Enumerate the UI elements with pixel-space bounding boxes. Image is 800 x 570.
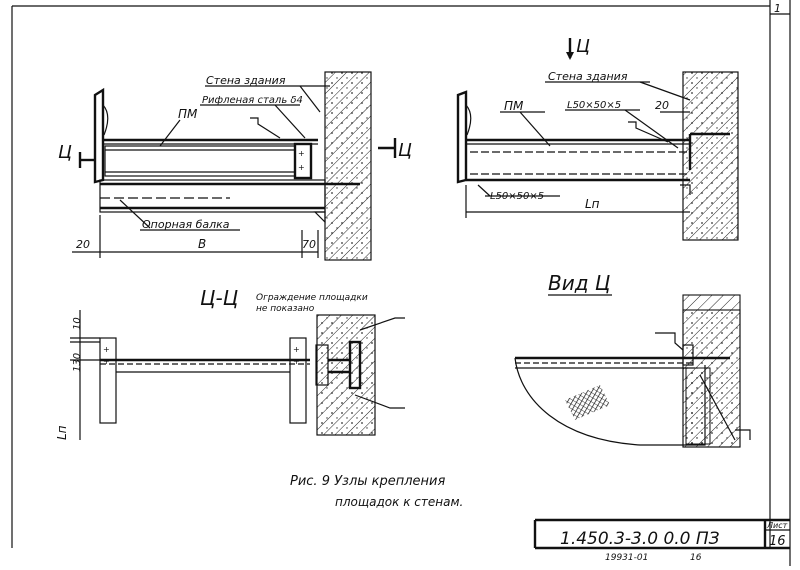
dim-130: 130 (72, 353, 83, 372)
caption-line-1: Рис. 9 Узлы крепления (290, 474, 446, 489)
dim-b: В (198, 237, 206, 251)
angle-label-bottom: L50×50×5 (490, 191, 544, 202)
dim-70: 70 (302, 238, 316, 251)
top-right-node: Ц Стена здания ПМ L50×50×5 20 L50×50×5 L… (456, 36, 739, 241)
angle-label-top: L50×50×5 (567, 100, 621, 111)
svg-text:+: + (103, 345, 110, 354)
svg-text:+: + (293, 345, 300, 354)
svg-text:+: + (298, 149, 305, 158)
end-plate (293, 142, 313, 180)
railing-post (93, 87, 105, 184)
pm-label-left: ПМ (178, 107, 198, 121)
view-c: Вид Ц (514, 271, 751, 448)
archive-number: 19931-01 (605, 553, 648, 563)
title-block: 1.450.3-3.0 0.0 ПЗ Лист 16 19931-01 16 (533, 518, 790, 563)
section-mark-top: Ц (566, 36, 590, 60)
svg-text:Ц: Ц (58, 142, 72, 163)
dim-ln-right: Lп (585, 197, 600, 211)
top-left-node: + + Стена здания Рифленая сталь δ4 ПМ Оп… (58, 71, 412, 261)
wall-label: Стена здания (206, 74, 286, 87)
dim-ln-section: Lп (55, 425, 69, 440)
support-beam (99, 179, 326, 213)
sheet-frame: 1 (11, 0, 791, 566)
section-note-2: не показано (256, 304, 315, 314)
wall-label-right: Стена здания (548, 70, 628, 83)
section-cc: Ц-Ц Ограждение площадки не показано + + +… (55, 286, 405, 440)
pm-label-right: ПМ (504, 99, 524, 113)
svg-text:+: + (298, 163, 305, 172)
floor-plate (514, 357, 706, 446)
figure-caption: Рис. 9 Узлы крепления площадок к стенам. (290, 474, 463, 509)
mesh-patch (565, 385, 610, 420)
sheet-number: 16 (769, 534, 786, 549)
dim-20-right: 20 (655, 99, 669, 112)
section-title: Ц-Ц (200, 286, 238, 310)
section-note-1: Ограждение площадки (256, 293, 368, 303)
dim-20-left: 20 (76, 238, 90, 251)
view-title: Вид Ц (548, 271, 610, 295)
corner-mark: 1 (774, 2, 781, 15)
steel-label: Рифленая сталь δ4 (202, 95, 303, 106)
sheet-label: Лист (766, 521, 788, 530)
archive-page: 16 (690, 553, 702, 563)
beam-label: Опорная балка (142, 218, 230, 231)
svg-text:+: + (103, 357, 110, 366)
section-mark-right: Ц (378, 138, 412, 161)
caption-line-2: площадок к стенам. (335, 495, 463, 509)
svg-text:Ц: Ц (398, 140, 412, 161)
dim-10: 10 (72, 317, 83, 330)
svg-text:Ц: Ц (576, 36, 590, 57)
section-mark-left: Ц (58, 142, 96, 168)
railing-post-right (456, 90, 468, 184)
svg-text:+: + (293, 357, 300, 366)
doc-code: 1.450.3-3.0 0.0 ПЗ (560, 529, 720, 549)
